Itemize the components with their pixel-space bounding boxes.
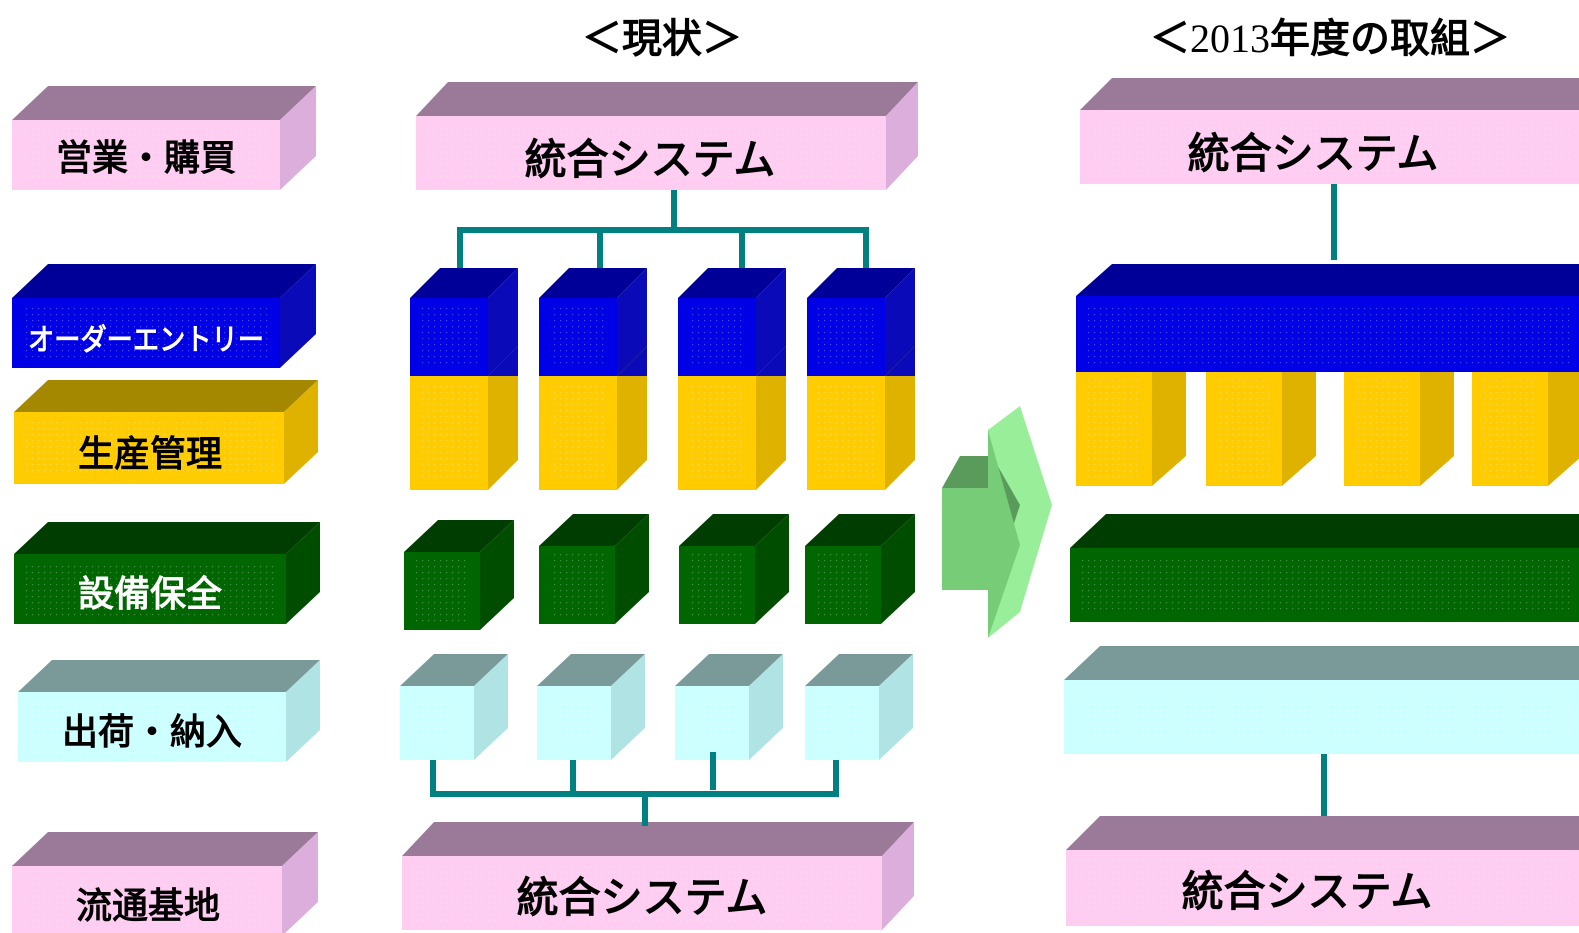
plan-header-prefix: ＜	[1150, 16, 1190, 62]
category-label-maintenance: 設備保全	[78, 573, 223, 615]
current-bottom-integrated-label: 統合システム	[517, 873, 768, 922]
current-shipping-block-4	[805, 654, 913, 760]
current-state-header: ＜現状＞	[582, 16, 742, 62]
plan-shipping-band	[1064, 646, 1579, 754]
current-order-entry-slant-4	[885, 346, 915, 376]
category-box-order-entry	[12, 264, 316, 368]
category-label-distribution: 流通基地	[76, 886, 220, 927]
plan-production-pillar-3	[1344, 342, 1454, 486]
current-shipping-block-2	[537, 654, 645, 760]
plan-2013-header: ＜2013年度の取組＞	[1150, 16, 1510, 62]
plan-order-entry-band	[1076, 264, 1579, 372]
current-order-entry-block-3	[678, 268, 786, 376]
transition-arrow	[942, 406, 1052, 638]
current-top-connector-bar	[457, 227, 869, 268]
current-shipping-block-3	[675, 654, 783, 760]
current-maintenance-block-1	[404, 520, 514, 630]
category-box-distribution	[12, 832, 318, 933]
plan-top-integrated-label: 統合システム	[1188, 129, 1439, 178]
plan-header-suffix: 年度の取組＞	[1270, 16, 1510, 62]
current-shipping-block-1	[400, 654, 508, 760]
category-label-production: 生産管理	[78, 434, 222, 475]
category-box-maintenance	[14, 522, 320, 624]
category-box-shipping	[18, 660, 320, 762]
plan-maintenance-band	[1070, 514, 1579, 622]
category-box-sales	[12, 86, 316, 190]
current-order-entry-slant-3	[756, 346, 786, 376]
current-top-integrated-system	[416, 82, 918, 190]
current-top-integrated-label: 統合システム	[525, 135, 776, 184]
current-order-entry-slant-1	[488, 346, 518, 376]
plan-bottom-integrated-system	[1066, 816, 1579, 926]
current-maintenance-block-3	[679, 514, 789, 624]
current-maintenance-block-4	[805, 514, 915, 624]
current-bottom-connector-bar	[430, 760, 839, 797]
category-label-sales: 営業・購買	[56, 138, 236, 179]
current-order-entry-block-4	[807, 268, 915, 376]
current-bottom-integrated-system	[402, 822, 914, 930]
category-box-production	[14, 380, 318, 484]
category-label-order-entry: オーダーエントリー	[28, 323, 264, 358]
current-maintenance-block-2	[539, 514, 649, 624]
current-order-entry-block-1	[410, 268, 518, 376]
plan-header-year: 2013	[1190, 16, 1270, 61]
plan-top-integrated-system	[1080, 78, 1579, 184]
current-order-entry-slant-2	[617, 346, 647, 376]
category-label-shipping: 出荷・納入	[62, 712, 242, 753]
plan-bottom-integrated-label: 統合システム	[1182, 867, 1433, 916]
current-order-entry-block-2	[539, 268, 647, 376]
